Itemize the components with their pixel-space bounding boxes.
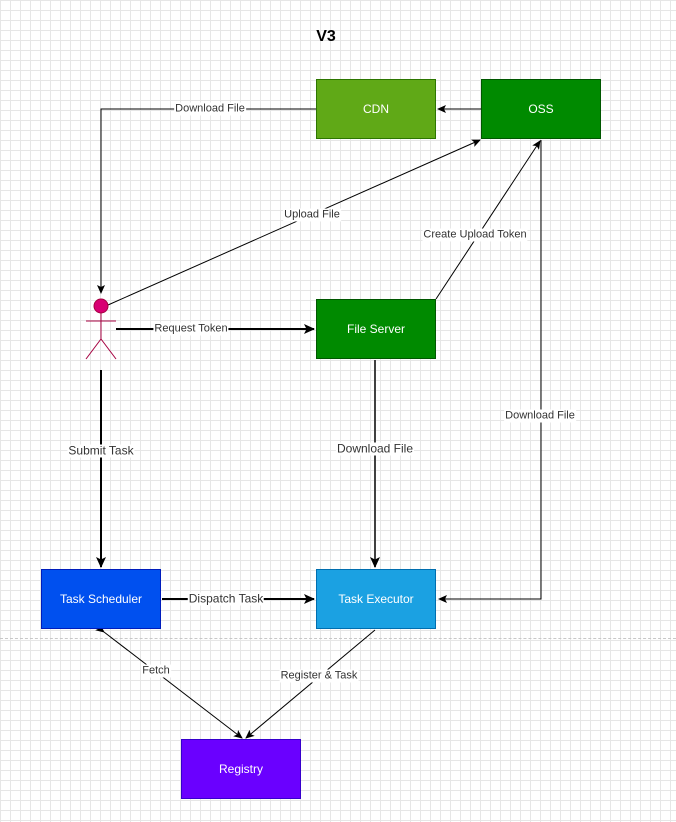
label-fs-to-oss: Create Upload Token xyxy=(422,228,528,242)
label-user-to-scheduler: Submit Task xyxy=(67,443,135,458)
edge-executor-to-registry xyxy=(245,629,376,739)
edge-user-to-oss xyxy=(107,139,481,306)
label-oss-to-executor: Download File xyxy=(504,409,576,423)
edge-oss-to-executor xyxy=(438,140,542,603)
node-registry[interactable]: Registry xyxy=(181,739,301,799)
edge-cdn-to-user xyxy=(97,108,316,294)
actor-left-leg xyxy=(85,338,102,360)
edge-fs-to-oss xyxy=(435,140,541,300)
diagram-title: V3 xyxy=(316,28,336,45)
label-scheduler-to-executor: Dispatch Task xyxy=(187,591,265,606)
label-cdn-to-user: Download File xyxy=(174,102,246,116)
node-oss[interactable]: OSS xyxy=(481,79,601,139)
page-divider xyxy=(0,638,676,639)
actor-head xyxy=(93,298,109,314)
actor-right-leg xyxy=(100,338,117,360)
label-scheduler-registry: Fetch xyxy=(141,664,171,678)
node-task-executor[interactable]: Task Executor xyxy=(316,569,436,629)
user-actor-icon xyxy=(85,298,117,360)
node-task-scheduler[interactable]: Task Scheduler xyxy=(41,569,161,629)
node-file-server[interactable]: File Server xyxy=(316,299,436,359)
label-user-to-oss: Upload File xyxy=(283,208,341,222)
node-cdn[interactable]: CDN xyxy=(316,79,436,139)
label-user-to-fs: Request Token xyxy=(153,322,229,336)
label-executor-to-registry: Register & Task xyxy=(279,669,359,683)
label-fs-to-executor: Download File xyxy=(335,441,415,456)
edge-scheduler-registry xyxy=(95,623,243,739)
